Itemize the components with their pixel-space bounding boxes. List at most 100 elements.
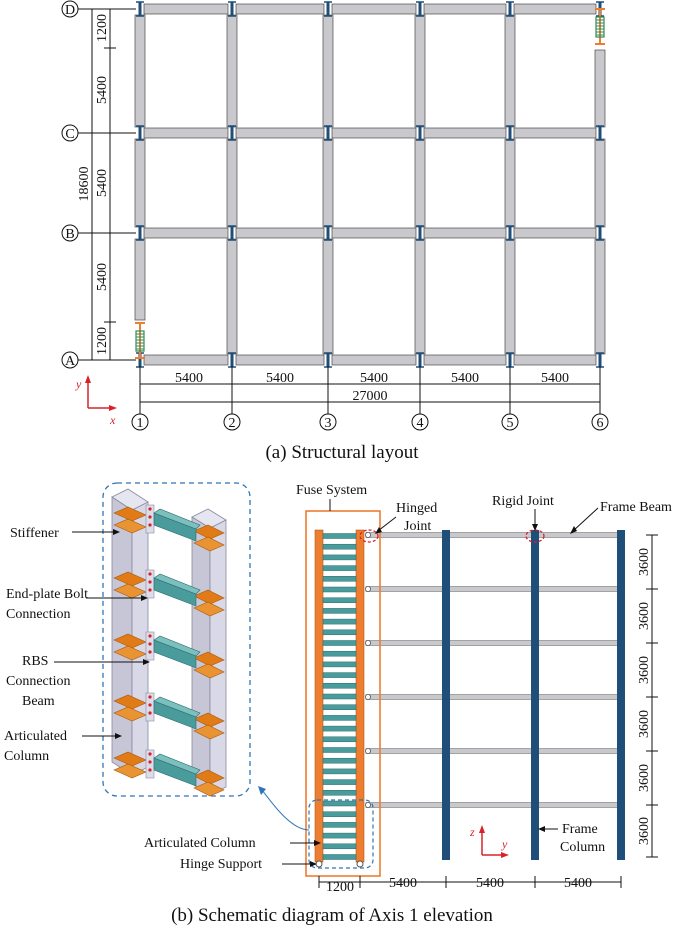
- hinge-circle: [364, 640, 371, 647]
- plan-x-beam: [235, 3, 325, 15]
- column-axis-bubbles: 1 2 3 4 5 6: [131, 413, 609, 431]
- plan-x-beam: [143, 227, 229, 239]
- hinged-joints: [364, 532, 371, 809]
- plan-y-beam: [322, 238, 334, 355]
- svg-text:B: B: [65, 227, 74, 242]
- plan-y-beam: [226, 138, 238, 228]
- plan-column-node: [324, 1, 332, 17]
- plan-x-beam: [423, 227, 507, 239]
- svg-text:3: 3: [325, 416, 332, 431]
- column-axis-6: 6: [591, 413, 609, 431]
- plan-column-node: [136, 1, 144, 17]
- plan-column-node: [596, 352, 604, 368]
- plan-x-beam: [513, 3, 597, 15]
- articulated-column-3d-model: Stiffener End-plate Bolt Connection RBS …: [4, 482, 251, 797]
- hdim-4: 5400: [451, 371, 479, 386]
- frame-column-3: [531, 530, 539, 860]
- hinge-circle: [364, 532, 371, 539]
- fuse-rbs-link: [322, 672, 357, 678]
- fuse-rbs-link: [322, 565, 357, 571]
- label-fuse-system: Fuse System: [296, 483, 367, 498]
- fuse-rbs-link: [322, 704, 357, 710]
- column-axis-2: 2: [223, 413, 241, 431]
- plan-x-beam: [143, 354, 229, 366]
- fuse-column-left: [314, 529, 324, 863]
- fuse-rbs-link: [322, 650, 357, 657]
- story-dim-3: 3600: [637, 656, 652, 684]
- plan-y-beam: [504, 238, 516, 355]
- model-rbs-beam: [113, 692, 225, 740]
- fuse-rbs-link: [322, 832, 357, 839]
- story-dim-5: 3600: [637, 764, 652, 792]
- fuse-rbs-link: [322, 854, 357, 860]
- model-rbs-beam: [113, 569, 225, 617]
- plan-column-node: [228, 225, 236, 241]
- fuse-rbs-link: [322, 661, 357, 668]
- label-frame-beam: Frame Beam: [600, 500, 672, 515]
- fuse-rbs-link: [322, 640, 357, 646]
- label-frame-column-line2: Column: [560, 840, 605, 855]
- plan-x-beams: [143, 3, 597, 366]
- model-rbs-beam: [113, 631, 225, 679]
- plan-y-beam: [594, 49, 606, 128]
- plan-y-beam: [226, 238, 238, 355]
- label-endplate-line2: Connection: [6, 607, 71, 622]
- fuse-rbs-link: [322, 800, 357, 807]
- fuse-rbs-link: [322, 811, 357, 817]
- column-axis-4: 4: [411, 413, 429, 431]
- plan-x-beam: [513, 354, 597, 366]
- plan-y-beam: [134, 14, 146, 128]
- svg-text:C: C: [65, 127, 74, 142]
- bottom-dim-5400-c: 5400: [564, 876, 592, 891]
- plan-column-node: [596, 225, 604, 241]
- elevation-frame-beams: [365, 532, 620, 808]
- fuse-rbs-link: [322, 779, 357, 785]
- svg-text:6: 6: [597, 416, 604, 431]
- plan-x-beam: [235, 127, 325, 139]
- plan-x-beam: [235, 227, 325, 239]
- plan-column-node: [324, 352, 332, 368]
- svg-text:2: 2: [229, 416, 236, 431]
- plan-y-beam: [414, 138, 426, 228]
- label-hinge-support: Hinge Support: [180, 857, 262, 872]
- plan-x-beam: [423, 354, 507, 366]
- elevation-frame-beam: [365, 640, 620, 646]
- story-dim-4: 3600: [637, 710, 652, 738]
- fuse-rbs-link: [322, 715, 357, 721]
- elev-zy-axes: z y: [469, 825, 509, 858]
- fuse-rbs-link: [322, 843, 357, 850]
- axis-1-elevation: Fuse System Hinged Joint Rigid Joint Fra…: [144, 483, 672, 895]
- fuse-rbs-link: [322, 822, 357, 828]
- plan-xy-axes: y x: [75, 375, 117, 427]
- frame-column-2: [442, 530, 450, 860]
- label-endplate-line1: End-plate Bolt: [6, 587, 88, 602]
- plan-x-beam: [331, 127, 417, 139]
- svg-text:1: 1: [137, 416, 144, 431]
- plan-column-node: [136, 125, 144, 141]
- fuse-system-outline: [305, 510, 381, 877]
- plan-x-beam: [235, 354, 325, 366]
- plan-y-beam: [414, 238, 426, 355]
- elev-story-dimensions: [646, 534, 658, 858]
- fuse-rbs-link: [322, 693, 357, 700]
- plan-x-beam: [331, 3, 417, 15]
- fuse-rbs-link: [322, 629, 357, 636]
- bottom-dim-1200: 1200: [326, 880, 354, 895]
- plan-y-beam: [226, 14, 238, 128]
- column-axis-5: 5: [501, 413, 519, 431]
- plan-x-beam: [331, 354, 417, 366]
- plan-column-node: [506, 1, 514, 17]
- hdim-5: 5400: [541, 371, 569, 386]
- elevation-frame-beam: [365, 802, 620, 808]
- elevation-frame-beam: [365, 586, 620, 592]
- plan-y-beam: [594, 138, 606, 228]
- story-dim-2: 3600: [637, 602, 652, 630]
- fuse-rbs-link: [322, 790, 357, 796]
- plan-y-beam: [414, 14, 426, 128]
- plan-column-node: [416, 352, 424, 368]
- label-artcol-line1: Articulated: [4, 729, 67, 744]
- hdim-total: 27000: [353, 389, 388, 404]
- row-axis-C: C: [61, 124, 136, 142]
- plan-y-beam: [134, 138, 146, 228]
- plan-x-beam: [143, 127, 229, 139]
